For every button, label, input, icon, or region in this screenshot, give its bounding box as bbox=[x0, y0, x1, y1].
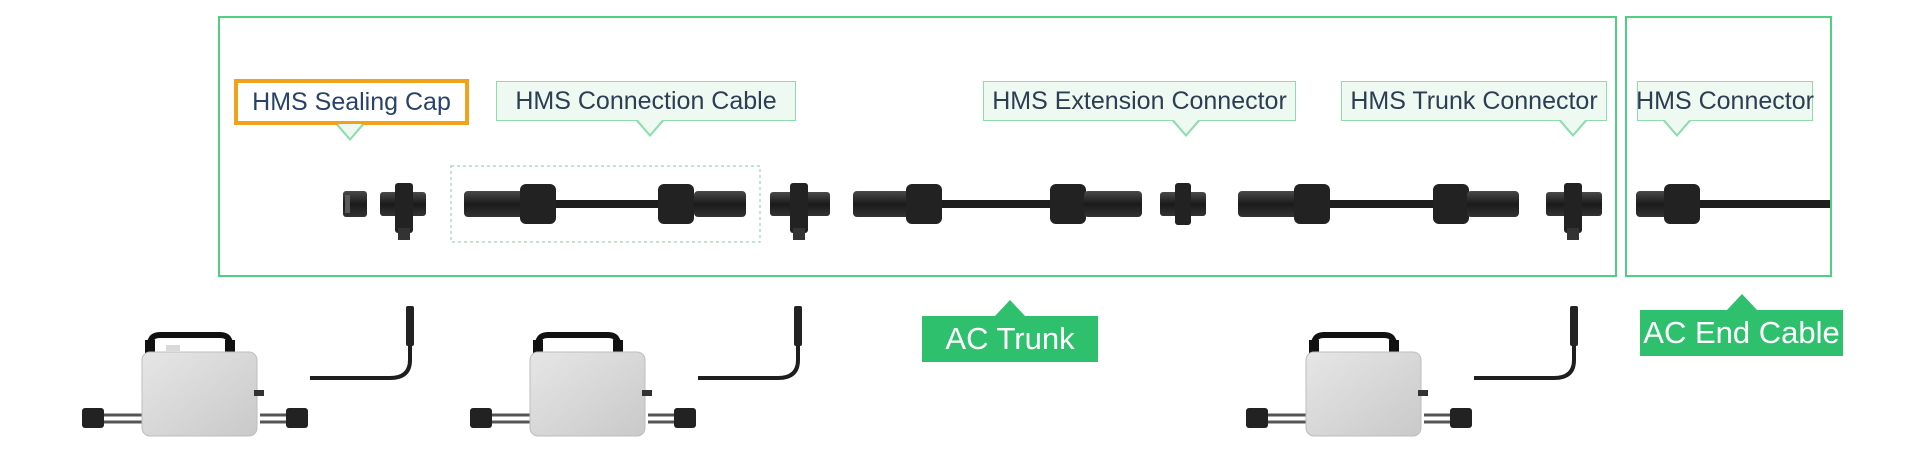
callout-hms-trunk-connector[interactable]: HMS Trunk Connector bbox=[1341, 81, 1607, 121]
callout-pointer bbox=[1172, 120, 1200, 137]
callout-pointer bbox=[1559, 120, 1587, 137]
microinverter-icon bbox=[470, 306, 802, 437]
ac-end-cable-label[interactable]: AC End Cable bbox=[1640, 294, 1843, 356]
trunk-connector-icon bbox=[380, 183, 426, 240]
callout-hms-extension-connector[interactable]: HMS Extension Connector bbox=[983, 81, 1296, 121]
trunk-connector-icon bbox=[770, 183, 830, 240]
ac-trunk-cable-icon bbox=[1238, 184, 1519, 224]
callout-label: HMS Extension Connector bbox=[992, 86, 1287, 115]
callout-hms-connector[interactable]: HMS Connector bbox=[1636, 81, 1814, 121]
ac-trunk-frame bbox=[218, 16, 1617, 277]
callout-pointer bbox=[1663, 120, 1691, 137]
ac-trunk-label[interactable]: AC Trunk bbox=[922, 300, 1098, 362]
ac-trunk-cable-icon bbox=[853, 184, 1142, 224]
callout-label: HMS Trunk Connector bbox=[1350, 86, 1598, 115]
ac-trunk-text: AC Trunk bbox=[945, 321, 1075, 356]
label-pointer bbox=[995, 300, 1025, 316]
extension-connector-icon bbox=[1160, 183, 1206, 225]
callout-pointer bbox=[336, 124, 364, 141]
trunk-connector-icon bbox=[1546, 183, 1602, 240]
callout-pointer bbox=[636, 120, 664, 137]
ac-end-cable-frame bbox=[1625, 16, 1832, 277]
callout-label: HMS Sealing Cap bbox=[252, 87, 451, 116]
ac-end-cable-text: AC End Cable bbox=[1643, 315, 1840, 350]
microinverter-icon bbox=[1246, 306, 1578, 437]
ac-end-cable-icon bbox=[1636, 184, 1830, 224]
connection-cable-highlight-box bbox=[450, 165, 761, 243]
microinverter-icon bbox=[82, 306, 414, 437]
callout-hms-connection-cable[interactable]: HMS Connection Cable bbox=[496, 81, 796, 121]
label-pointer bbox=[1726, 294, 1757, 310]
sealing-cap-icon bbox=[343, 191, 367, 217]
callout-hms-sealing-cap[interactable]: HMS Sealing Cap bbox=[234, 79, 469, 125]
callout-label: HMS Connector bbox=[1636, 86, 1814, 115]
connection-cable-icon bbox=[464, 184, 746, 224]
callout-label: HMS Connection Cable bbox=[515, 86, 777, 115]
